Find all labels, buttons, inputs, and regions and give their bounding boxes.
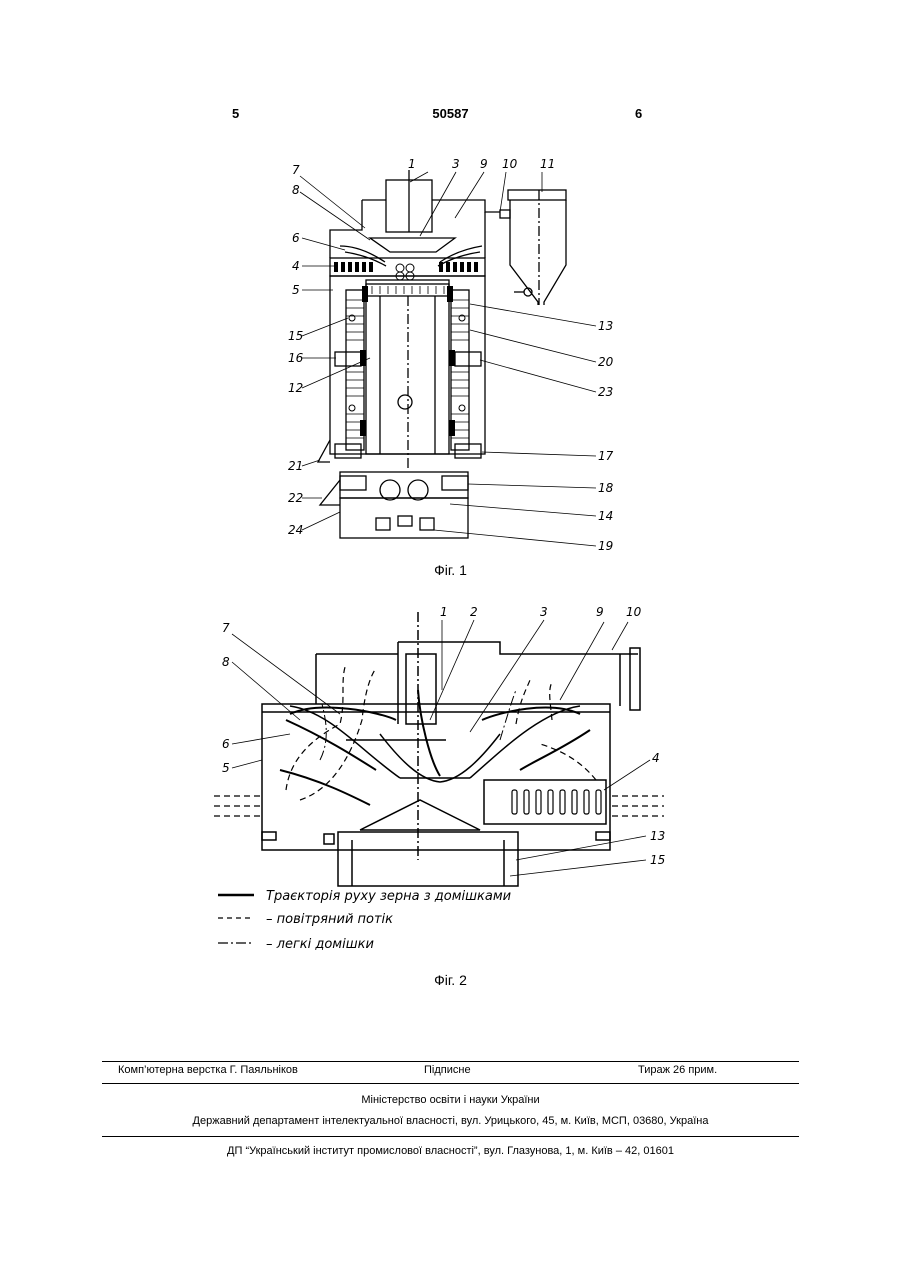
fig2-label: 1: [440, 605, 448, 619]
institute-address: ДП “Український інститут промислової вла…: [102, 1145, 799, 1157]
fig2-label: 6: [222, 737, 230, 751]
fig1-label: 14: [598, 509, 613, 523]
fig2-label: 9: [596, 605, 604, 619]
fig2-label: 2: [470, 605, 478, 619]
figure-2-drawing: 1 2 3 9 10 7 8 6 5 4 13 15 Траєкторія ру…: [0, 600, 901, 1000]
fig1-label: 9: [480, 157, 488, 171]
department-address: Державний департамент інтелектуальної вл…: [102, 1115, 799, 1127]
print-run: Тираж 26 прим.: [638, 1064, 717, 1076]
figure-1-caption: Фіг. 1: [0, 562, 901, 578]
fig1-label: 17: [598, 449, 614, 463]
fig2-label: 5: [222, 761, 230, 775]
ministry-name: Міністерство освіти і науки України: [102, 1094, 799, 1106]
fig1-label: 13: [598, 319, 613, 333]
fig1-label: 23: [598, 385, 613, 399]
fig1-label: 1: [408, 157, 416, 171]
fig1-label: 15: [288, 329, 303, 343]
fig1-label: 19: [598, 539, 613, 553]
fig1-label: 24: [288, 523, 303, 537]
fig2-label: 15: [650, 853, 665, 867]
fig1-label: 5: [292, 283, 300, 297]
footer-divider: [102, 1083, 799, 1084]
fig1-label: 7: [292, 163, 300, 177]
signed-note: Підписне: [424, 1064, 471, 1076]
footer-divider: [102, 1136, 799, 1137]
fig1-label: 4: [292, 259, 300, 273]
fig2-label: 13: [650, 829, 665, 843]
figure-2-caption: Фіг. 2: [0, 972, 901, 988]
fig1-label: 12: [288, 381, 303, 395]
fig2-label: 3: [540, 605, 548, 619]
fig1-label: 20: [598, 355, 614, 369]
fig2-label: 8: [222, 655, 230, 669]
fig1-label: 10: [502, 157, 518, 171]
legend-text: – повітряний потік: [266, 912, 393, 927]
fig1-label: 21: [288, 459, 303, 473]
figure-1-drawing: 1 3 9 10 11 7 8 6 4 5 15 16 12 21 22 24 …: [0, 0, 901, 600]
fig1-label: 22: [288, 491, 303, 505]
fig1-label: 11: [540, 157, 555, 171]
fig2-label: 7: [222, 621, 230, 635]
fig2-label: 10: [626, 605, 642, 619]
figure-2-legend: Траєкторія руху зерна з домішками – пові…: [218, 889, 511, 952]
fig1-label: 8: [292, 183, 300, 197]
fig1-label: 3: [452, 157, 460, 171]
footer-divider: [102, 1061, 799, 1062]
fig1-label: 16: [288, 351, 304, 365]
fig1-label: 6: [292, 231, 300, 245]
legend-text: Траєкторія руху зерна з домішками: [266, 889, 511, 904]
fig1-label: 18: [598, 481, 614, 495]
layout-credit: Комп’ютерна верстка Г. Паяльніков: [118, 1064, 298, 1076]
fig2-label: 4: [652, 751, 660, 765]
legend-text: – легкі домішки: [266, 937, 374, 952]
